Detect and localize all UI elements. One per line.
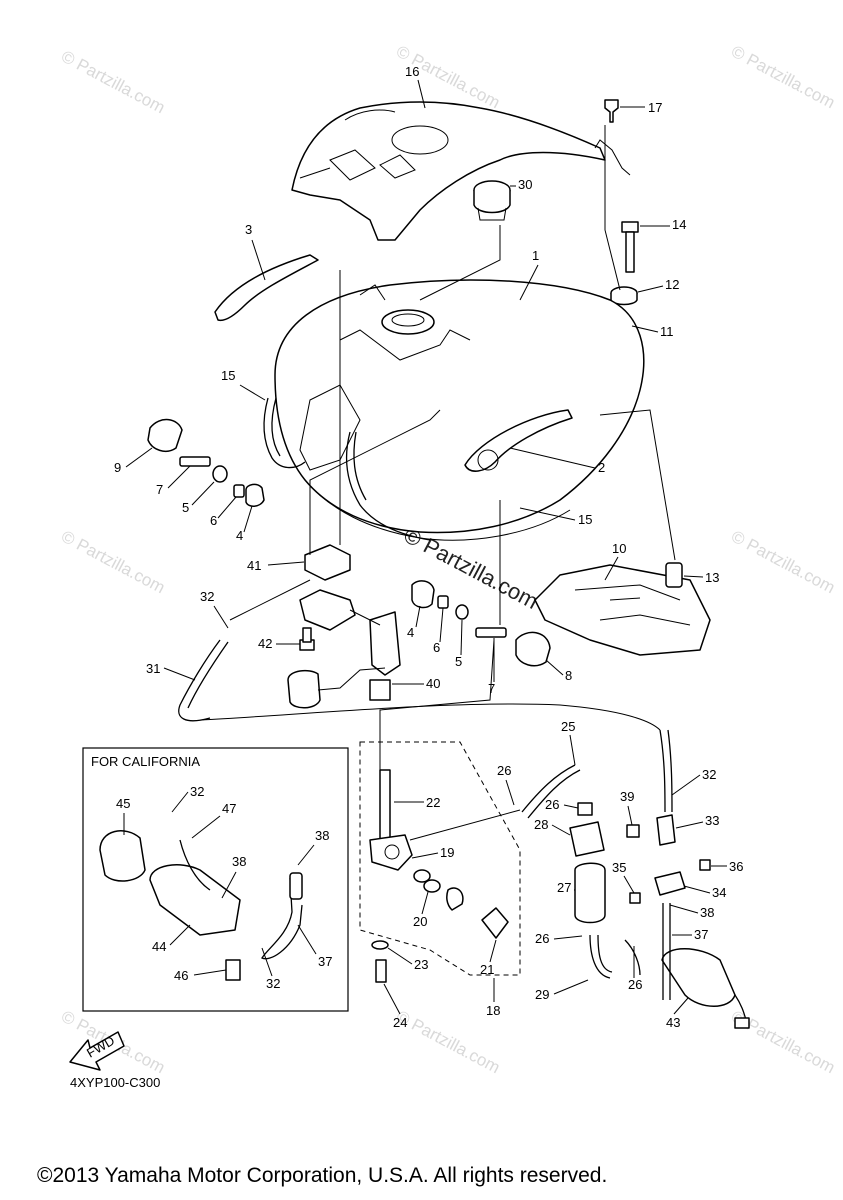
fuel-tank-part xyxy=(274,279,645,541)
cap-part xyxy=(147,418,183,452)
callout-3: 3 xyxy=(245,222,252,237)
overflow-hose-part xyxy=(178,639,229,722)
callout-7: 7 xyxy=(156,482,163,497)
california-box: FOR CALIFORNIA xyxy=(82,747,349,1012)
callout-27: 27 xyxy=(557,880,571,895)
callout-26d: 26 xyxy=(628,977,642,992)
callout-13: 13 xyxy=(705,570,719,585)
callout-5b: 5 xyxy=(455,654,462,669)
hose-part xyxy=(263,397,431,541)
callout-45: 45 xyxy=(116,796,130,811)
callout-25: 25 xyxy=(561,719,575,734)
callout-44: 44 xyxy=(152,939,166,954)
fuel-pump-parts xyxy=(521,729,750,1029)
callout-15b: 15 xyxy=(578,512,592,527)
callout-23: 23 xyxy=(414,957,428,972)
bolt-part xyxy=(621,221,639,273)
callout-28: 28 xyxy=(534,817,548,832)
callout-41: 41 xyxy=(247,558,261,573)
callout-37b: 37 xyxy=(318,954,332,969)
callout-20: 20 xyxy=(413,914,427,929)
callout-4b: 4 xyxy=(407,625,414,640)
watermark-text: © Partzilla.com xyxy=(58,527,168,598)
callout-2: 2 xyxy=(598,460,605,475)
callout-29: 29 xyxy=(535,987,549,1002)
callout-8: 8 xyxy=(565,668,572,683)
callout-38c: 38 xyxy=(232,854,246,869)
callout-43: 43 xyxy=(666,1015,680,1030)
callout-31: 31 xyxy=(146,661,160,676)
callout-5: 5 xyxy=(182,500,189,515)
callouts: 16 17 30 14 3 1 12 11 15 9 7 5 6 4 2 15 … xyxy=(114,64,743,1030)
callout-35: 35 xyxy=(612,860,626,875)
callout-19: 19 xyxy=(440,845,454,860)
diagram-code: 4XYP100-C300 xyxy=(70,1075,160,1090)
callout-16: 16 xyxy=(405,64,419,79)
fuel-cap-part xyxy=(473,180,511,221)
left-mount-parts xyxy=(179,456,265,507)
callout-6b: 6 xyxy=(433,640,440,655)
collar-part xyxy=(610,286,638,306)
callout-34: 34 xyxy=(712,885,726,900)
callout-46: 46 xyxy=(174,968,188,983)
cover-part xyxy=(534,564,711,656)
callout-10: 10 xyxy=(612,541,626,556)
callout-18: 18 xyxy=(486,1003,500,1018)
fuel-cock-group xyxy=(359,741,521,983)
copyright-text: ©2013 Yamaha Motor Corporation, U.S.A. A… xyxy=(37,1164,607,1187)
callout-26c: 26 xyxy=(535,931,549,946)
callout-26b: 26 xyxy=(545,797,559,812)
callout-6: 6 xyxy=(210,513,217,528)
small-bolt-part xyxy=(299,627,315,651)
callout-42: 42 xyxy=(258,636,272,651)
tank-cover-part xyxy=(291,101,631,241)
callout-15: 15 xyxy=(221,368,235,383)
sender-float-part xyxy=(287,667,391,709)
callout-32b: 32 xyxy=(702,767,716,782)
callout-24: 24 xyxy=(393,1015,407,1030)
watermark-text: © Partzilla.com xyxy=(58,47,168,118)
california-box-title: FOR CALIFORNIA xyxy=(91,754,200,769)
callout-36: 36 xyxy=(729,859,743,874)
callout-1: 1 xyxy=(532,248,539,263)
callout-26: 26 xyxy=(497,763,511,778)
callout-33: 33 xyxy=(705,813,719,828)
callout-32d: 32 xyxy=(266,976,280,991)
callout-14: 14 xyxy=(672,217,686,232)
callout-22: 22 xyxy=(426,795,440,810)
emblem-part xyxy=(214,254,319,322)
callout-4: 4 xyxy=(236,528,243,543)
collar-tube-part xyxy=(665,562,683,588)
screw-part xyxy=(604,99,619,123)
fuel-sender-part xyxy=(299,544,401,676)
watermark-text: © Partzilla.com xyxy=(728,42,838,113)
callout-40: 40 xyxy=(426,676,440,691)
callout-32c: 32 xyxy=(190,784,204,799)
cap-right-part xyxy=(515,631,551,667)
callout-32: 32 xyxy=(200,589,214,604)
callout-7b: 7 xyxy=(488,681,495,696)
callout-17: 17 xyxy=(648,100,662,115)
watermarks: © Partzilla.com © Partzilla.com © Partzi… xyxy=(58,42,838,1078)
callout-12: 12 xyxy=(665,277,679,292)
callout-21: 21 xyxy=(480,962,494,977)
tank-emblem-part xyxy=(464,409,573,472)
callout-47: 47 xyxy=(222,801,236,816)
callout-38: 38 xyxy=(700,905,714,920)
callout-37: 37 xyxy=(694,927,708,942)
callout-9: 9 xyxy=(114,460,121,475)
callout-39: 39 xyxy=(620,789,634,804)
callout-11: 11 xyxy=(660,324,674,339)
right-mount-parts xyxy=(411,580,507,638)
connection-lines xyxy=(199,125,676,841)
watermark-text: © Partzilla.com xyxy=(728,527,838,598)
callout-38b: 38 xyxy=(315,828,329,843)
callout-30: 30 xyxy=(518,177,532,192)
